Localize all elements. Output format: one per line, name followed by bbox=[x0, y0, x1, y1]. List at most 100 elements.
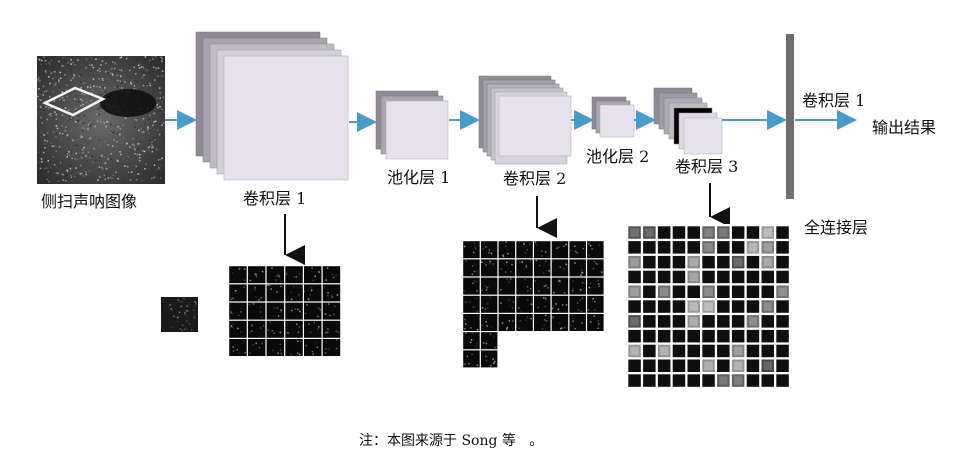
feature-map-cell bbox=[732, 286, 745, 299]
feature-map-cell bbox=[717, 241, 730, 254]
output-label: 输出结果 bbox=[872, 120, 936, 136]
feature-map-cell bbox=[717, 330, 730, 343]
feature-map-cell bbox=[747, 271, 760, 284]
feature-map-cell bbox=[285, 321, 303, 338]
feature-map-cell bbox=[229, 303, 247, 320]
feature-map-cell bbox=[702, 374, 715, 387]
feature-map-cell bbox=[688, 286, 701, 299]
feature-map-cell bbox=[732, 300, 745, 313]
feature-map-cell bbox=[702, 315, 715, 328]
feature-map-cell bbox=[643, 360, 656, 373]
feature-map-cell bbox=[673, 226, 686, 239]
feature-map-cell bbox=[463, 259, 480, 276]
feature-map-cell bbox=[717, 345, 730, 358]
feature-map-cell bbox=[643, 315, 656, 328]
feature-map-cell bbox=[747, 345, 760, 358]
feature-map-cell bbox=[776, 345, 789, 358]
feature-map-cell bbox=[628, 300, 641, 313]
feature-map-cell bbox=[747, 360, 760, 373]
feature-map-cell bbox=[658, 300, 671, 313]
feature-map-cell bbox=[587, 259, 604, 276]
feature-map-cell bbox=[762, 286, 775, 299]
feature-map-cell bbox=[267, 321, 285, 338]
feature-map-cell bbox=[481, 350, 498, 367]
feature-map-cell bbox=[552, 314, 569, 331]
feature-map-cell bbox=[323, 303, 341, 320]
conv3-feature-grid bbox=[626, 224, 791, 389]
conv3-label: 卷积层 3 bbox=[675, 159, 738, 175]
feature-map-cell bbox=[717, 286, 730, 299]
feature-map-cell bbox=[717, 271, 730, 284]
feature-map-cell bbox=[643, 241, 656, 254]
feature-map-cell bbox=[569, 259, 586, 276]
feature-map-cell bbox=[643, 300, 656, 313]
conv2-feature-grid bbox=[462, 240, 605, 369]
feature-map-cell bbox=[658, 226, 671, 239]
feature-map-cell bbox=[776, 330, 789, 343]
feature-map-cell bbox=[762, 345, 775, 358]
feature-map-cell bbox=[643, 345, 656, 358]
feature-map-cell bbox=[569, 278, 586, 295]
feature-map-cell bbox=[516, 259, 533, 276]
feature-map-cell bbox=[776, 226, 789, 239]
feature-map-cell bbox=[673, 300, 686, 313]
feature-map-cell bbox=[717, 315, 730, 328]
fc-layer-bar bbox=[786, 34, 794, 199]
feature-map-cell bbox=[323, 266, 341, 283]
feature-map-cell bbox=[628, 241, 641, 254]
feature-map-cell bbox=[776, 256, 789, 269]
feature-map-cell bbox=[534, 278, 551, 295]
feature-map-cell bbox=[732, 330, 745, 343]
feature-map-cell bbox=[516, 296, 533, 313]
feature-map-cell bbox=[323, 284, 341, 301]
conv1-feature-grid bbox=[228, 265, 341, 357]
feature-map-cell bbox=[732, 226, 745, 239]
fc-top-label: 卷积层 1 bbox=[802, 93, 865, 109]
feature-map-cell bbox=[658, 256, 671, 269]
pool1-feature-stack bbox=[376, 91, 448, 159]
feature-map-cell bbox=[569, 241, 586, 258]
feature-map-cell bbox=[229, 339, 247, 356]
feature-map-cell bbox=[481, 332, 498, 349]
feature-map-cell bbox=[732, 271, 745, 284]
feature-map-cell bbox=[643, 330, 656, 343]
feature-map-cell bbox=[702, 256, 715, 269]
feature-map-cell bbox=[658, 241, 671, 254]
feature-map-cell bbox=[628, 360, 641, 373]
conv2-label: 卷积层 2 bbox=[503, 171, 566, 187]
pool2-feature-stack bbox=[592, 97, 634, 137]
feature-map-cell bbox=[673, 315, 686, 328]
feature-map-cell bbox=[762, 374, 775, 387]
feature-map-cell bbox=[552, 296, 569, 313]
feature-map-cell bbox=[643, 374, 656, 387]
feature-map-cell bbox=[481, 259, 498, 276]
feature-map-cell bbox=[747, 330, 760, 343]
feature-map-cell bbox=[776, 300, 789, 313]
feature-map-cell bbox=[587, 314, 604, 331]
feature-map-cell bbox=[673, 271, 686, 284]
feature-map-cell bbox=[304, 339, 322, 356]
feature-map-cell bbox=[702, 330, 715, 343]
feature-map-cell bbox=[499, 296, 515, 313]
feature-map-cell bbox=[658, 315, 671, 328]
feature-map-cell bbox=[569, 314, 586, 331]
feature-map-cell bbox=[323, 321, 341, 338]
feature-map-cell bbox=[569, 296, 586, 313]
feature-map-cell bbox=[717, 300, 730, 313]
feature-map-cell bbox=[673, 360, 686, 373]
feature-map-cell bbox=[673, 330, 686, 343]
feature-map-cell bbox=[481, 296, 498, 313]
feature-map-cell bbox=[643, 286, 656, 299]
feature-map-cell bbox=[776, 315, 789, 328]
pool1-label: 池化层 1 bbox=[387, 170, 450, 186]
feature-map-cell bbox=[762, 330, 775, 343]
feature-map-cell bbox=[717, 360, 730, 373]
feature-map-cell bbox=[658, 374, 671, 387]
feature-map-cell bbox=[762, 315, 775, 328]
feature-map-cell bbox=[304, 284, 322, 301]
feature-map-cell bbox=[747, 374, 760, 387]
feature-map-cell bbox=[658, 271, 671, 284]
feature-map-cell bbox=[248, 303, 266, 320]
feature-map-cell bbox=[776, 241, 789, 254]
